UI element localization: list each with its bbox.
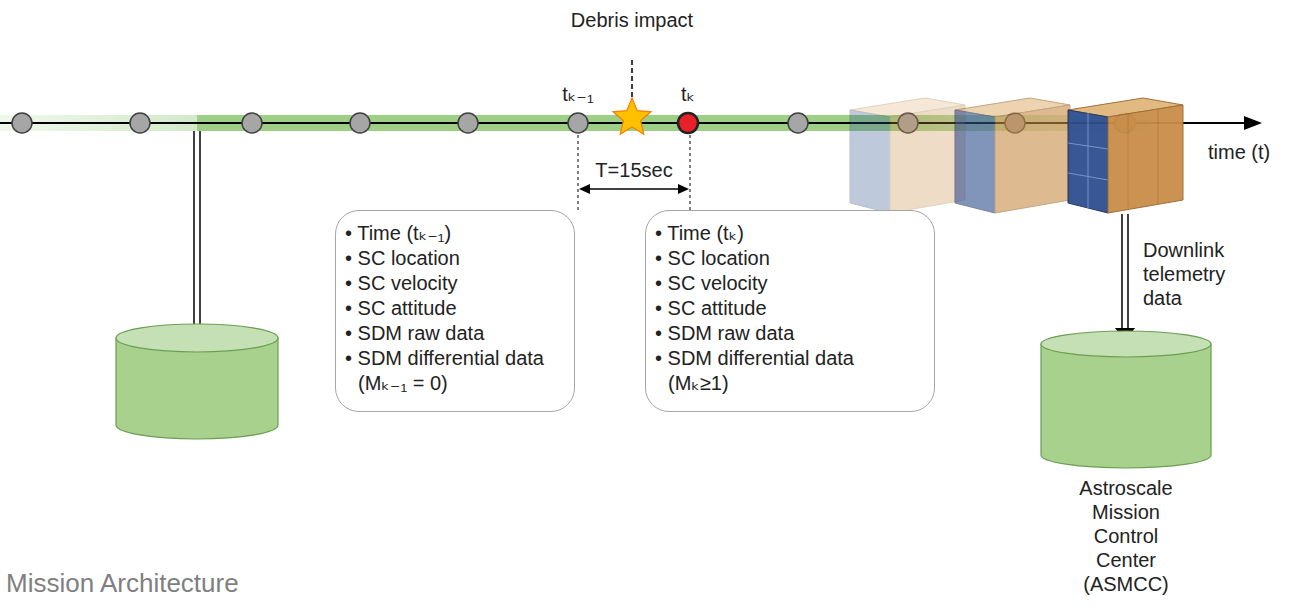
record-item: • SC location: [655, 246, 886, 271]
record-item: • SC attitude: [345, 296, 566, 321]
record-list: • Time (tₖ)• SC location• SC velocity• S…: [655, 221, 926, 396]
record-item: • Time (tₖ₋₁): [345, 221, 566, 246]
record-item: • SC location: [345, 246, 566, 271]
impact-label: Debris impact: [567, 8, 697, 32]
satellite-cube: [955, 98, 1070, 213]
cylinder-body: [1041, 344, 1211, 468]
record-list: • Time (tₖ₋₁)• SC location• SC velocity•…: [345, 221, 566, 396]
satellite-cube: [850, 98, 965, 213]
impact-sample-point: [678, 113, 698, 133]
impact-leader: [631, 60, 633, 97]
telemetry-record-box: • Time (tₖ₋₁)• SC location• SC velocity•…: [335, 210, 575, 412]
record-item: • SC attitude: [655, 296, 886, 321]
satellite-cube: [1068, 98, 1183, 213]
axis-arrowhead: [1244, 116, 1262, 130]
station-name: Astroscale Mission Control Center (ASMCC…: [1064, 476, 1188, 596]
interval-arrowhead: [579, 184, 590, 194]
record-item: • Time (tₖ): [655, 221, 886, 246]
telemetry-record-box: • Time (tₖ)• SC location• SC velocity• S…: [645, 210, 935, 412]
cylinder-top: [1041, 331, 1211, 357]
impact-star: [613, 98, 651, 134]
interval-label: T=15sec: [581, 158, 687, 182]
interval-arrowhead: [678, 184, 689, 194]
record-item: • SDM raw data: [655, 321, 886, 346]
downlink-arrow: [1115, 214, 1135, 341]
record-item: • SDM differential data (Mₖ₋₁ = 0): [345, 346, 566, 396]
record-item: • SDM differential data (Mₖ≥1): [655, 346, 886, 396]
ground-station-cylinder: Astroscale Mission Control Center (ASMCC…: [1040, 330, 1212, 596]
figure-caption: Mission Architecture: [6, 568, 239, 598]
time-step-label: tₖ₋₁: [543, 82, 613, 106]
onboard-storage-cylinder: [116, 324, 278, 439]
record-item: • SC velocity: [655, 271, 886, 296]
time-step-label: tₖ: [658, 82, 718, 106]
interval-arrow: [588, 188, 680, 190]
interval-guide: [690, 135, 691, 212]
cylinder-shape: [1040, 330, 1212, 470]
downlink-label: Downlink telemetry data: [1143, 238, 1241, 310]
record-item: • SDM raw data: [345, 321, 566, 346]
axis-label: time (t): [1208, 140, 1280, 164]
record-item: • SC velocity: [345, 271, 566, 296]
interval-guide: [578, 135, 579, 212]
store-arrow: [187, 131, 207, 353]
